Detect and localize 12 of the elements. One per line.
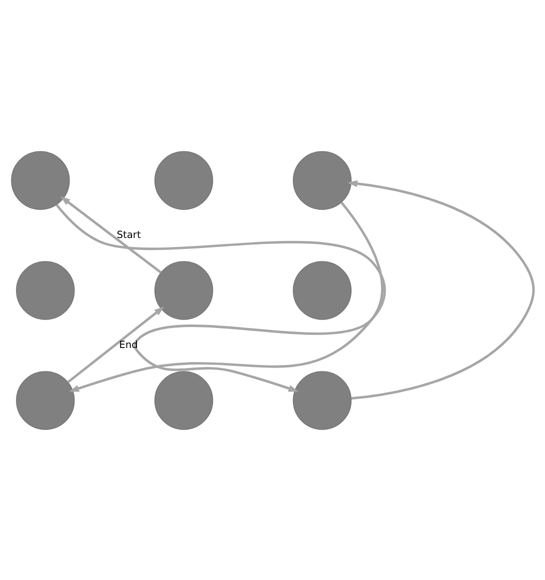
arrow	[60, 196, 162, 273]
node-circle	[292, 150, 352, 210]
arrow	[67, 306, 164, 383]
node-circle	[292, 370, 352, 430]
edge-label: End	[119, 339, 138, 350]
node-circle	[292, 260, 352, 320]
node-circle	[16, 260, 75, 320]
edge-label: Start	[116, 229, 141, 240]
node-circle	[16, 370, 75, 430]
node-circle	[154, 150, 214, 210]
node-circle	[154, 370, 214, 430]
arrow	[347, 180, 535, 400]
